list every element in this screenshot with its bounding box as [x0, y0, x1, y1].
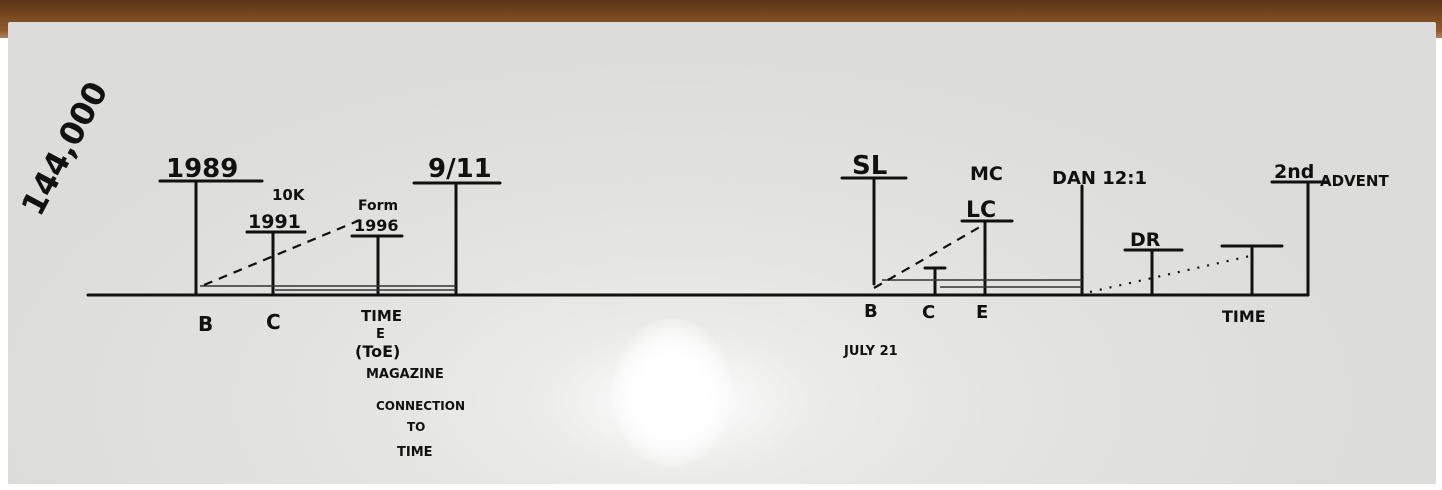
label-advent: ADVENT	[1320, 172, 1389, 190]
light-glare	[612, 318, 732, 468]
label-left-c: C	[266, 310, 281, 334]
label-connection-time: TIME	[397, 445, 433, 460]
dashed-link-left	[203, 218, 361, 287]
label-toe: (ToE)	[355, 342, 400, 361]
label-july: JULY 21	[843, 344, 898, 359]
label-1996: 1996	[354, 216, 399, 235]
label-left-e: E	[376, 327, 385, 342]
label-right-e: E	[976, 302, 988, 323]
label-911: 9/11	[428, 154, 492, 184]
label-right-b: B	[864, 301, 878, 322]
label-form: Form	[358, 198, 398, 214]
label-10k: 10K	[272, 186, 306, 204]
side-number: 144,000	[14, 75, 116, 222]
label-connection: CONNECTION	[376, 399, 465, 413]
label-right-time: TIME	[1222, 307, 1266, 326]
dashed-link-right	[873, 223, 986, 289]
label-2nd: 2nd	[1274, 161, 1314, 183]
label-left-time: TIME	[361, 307, 402, 325]
label-dan: DAN 12:1	[1052, 168, 1147, 189]
label-left-b: B	[198, 312, 213, 336]
label-sl: SL	[852, 151, 887, 181]
label-1989: 1989	[166, 154, 238, 184]
label-1991: 1991	[248, 211, 301, 233]
dotted-link-right	[1089, 254, 1251, 294]
label-magazine: MAGAZINE	[366, 367, 444, 382]
label-to: TO	[407, 420, 425, 434]
label-dr: DR	[1130, 229, 1161, 251]
label-lc: LC	[966, 198, 996, 223]
label-right-c: C	[922, 302, 935, 323]
label-mc: MC	[970, 163, 1003, 185]
